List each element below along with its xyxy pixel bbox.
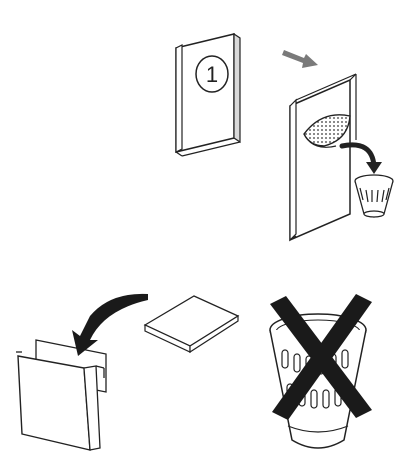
black-arrow-icon (72, 294, 148, 356)
folder-icon (16, 340, 106, 450)
prohibited-icon (270, 294, 372, 448)
paper-icon (145, 296, 238, 352)
arrow-icon (282, 50, 318, 68)
trash-bin-icon (355, 175, 393, 217)
panel-icon: 1 (176, 34, 240, 156)
wall-panel-icon (290, 74, 356, 240)
step-number: 1 (206, 62, 218, 87)
large-bin-icon (270, 314, 366, 448)
